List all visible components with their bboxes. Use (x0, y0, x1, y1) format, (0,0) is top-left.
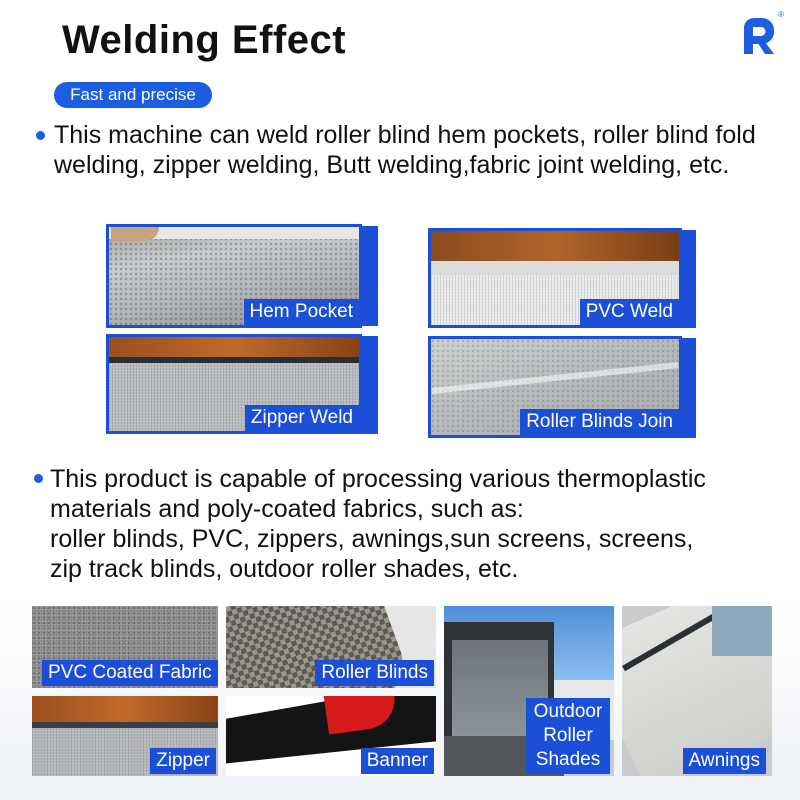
photo-label: Roller Blinds Join (520, 409, 679, 435)
photo-label: Zipper (150, 748, 216, 774)
photo-zipper: Zipper (32, 696, 218, 776)
photo-label: Awnings (682, 748, 766, 774)
bullet-icon (34, 474, 43, 483)
photo-roller-blinds: Roller Blinds (226, 606, 436, 688)
photo-banner: Banner (226, 696, 436, 776)
registered-mark: ® (778, 10, 784, 19)
photo-label: Hem Pocket (243, 299, 359, 325)
photo-label: PVC Coated Fabric (42, 660, 218, 686)
section2-line: zip track blinds, outdoor roller shades,… (50, 555, 519, 583)
photo-label: PVC Weld (579, 299, 679, 325)
section2-text: This product is capable of processing va… (50, 464, 790, 584)
photo-awnings: Awnings (622, 606, 772, 776)
label-line: Outdoor (533, 701, 603, 722)
subtitle-badge: Fast and precise (54, 82, 212, 108)
photo-pvc-weld: PVC Weld (428, 228, 682, 328)
photo-label: Outdoor Roller Shades (526, 698, 610, 774)
bullet-icon (36, 131, 45, 140)
photo-label: Roller Blinds (315, 660, 434, 686)
photo-roller-blinds-join: Roller Blinds Join (428, 336, 682, 438)
label-line: Roller (543, 725, 593, 746)
label-line: Shades (535, 749, 601, 770)
section1-text: This machine can weld roller blind hem p… (54, 121, 756, 179)
photo-pvc-coated-fabric: PVC Coated Fabric (32, 606, 218, 688)
page-title: Welding Effect (62, 18, 347, 62)
photo-label: Banner (360, 748, 434, 774)
brand-r-logo-icon: ® (738, 10, 786, 62)
photo-outdoor-roller-shades: Outdoor Roller Shades (444, 606, 614, 776)
photo-label: Zipper Weld (244, 405, 359, 431)
photo-hem-pocket: Hem Pocket (106, 224, 362, 328)
section2-line: This product is capable of processing va… (50, 465, 706, 493)
section2-line: materials and poly-coated fabrics, such … (50, 495, 524, 523)
photo-zipper-weld: Zipper Weld (106, 334, 362, 434)
section2-line: roller blinds, PVC, zippers, awnings,sun… (50, 525, 694, 553)
